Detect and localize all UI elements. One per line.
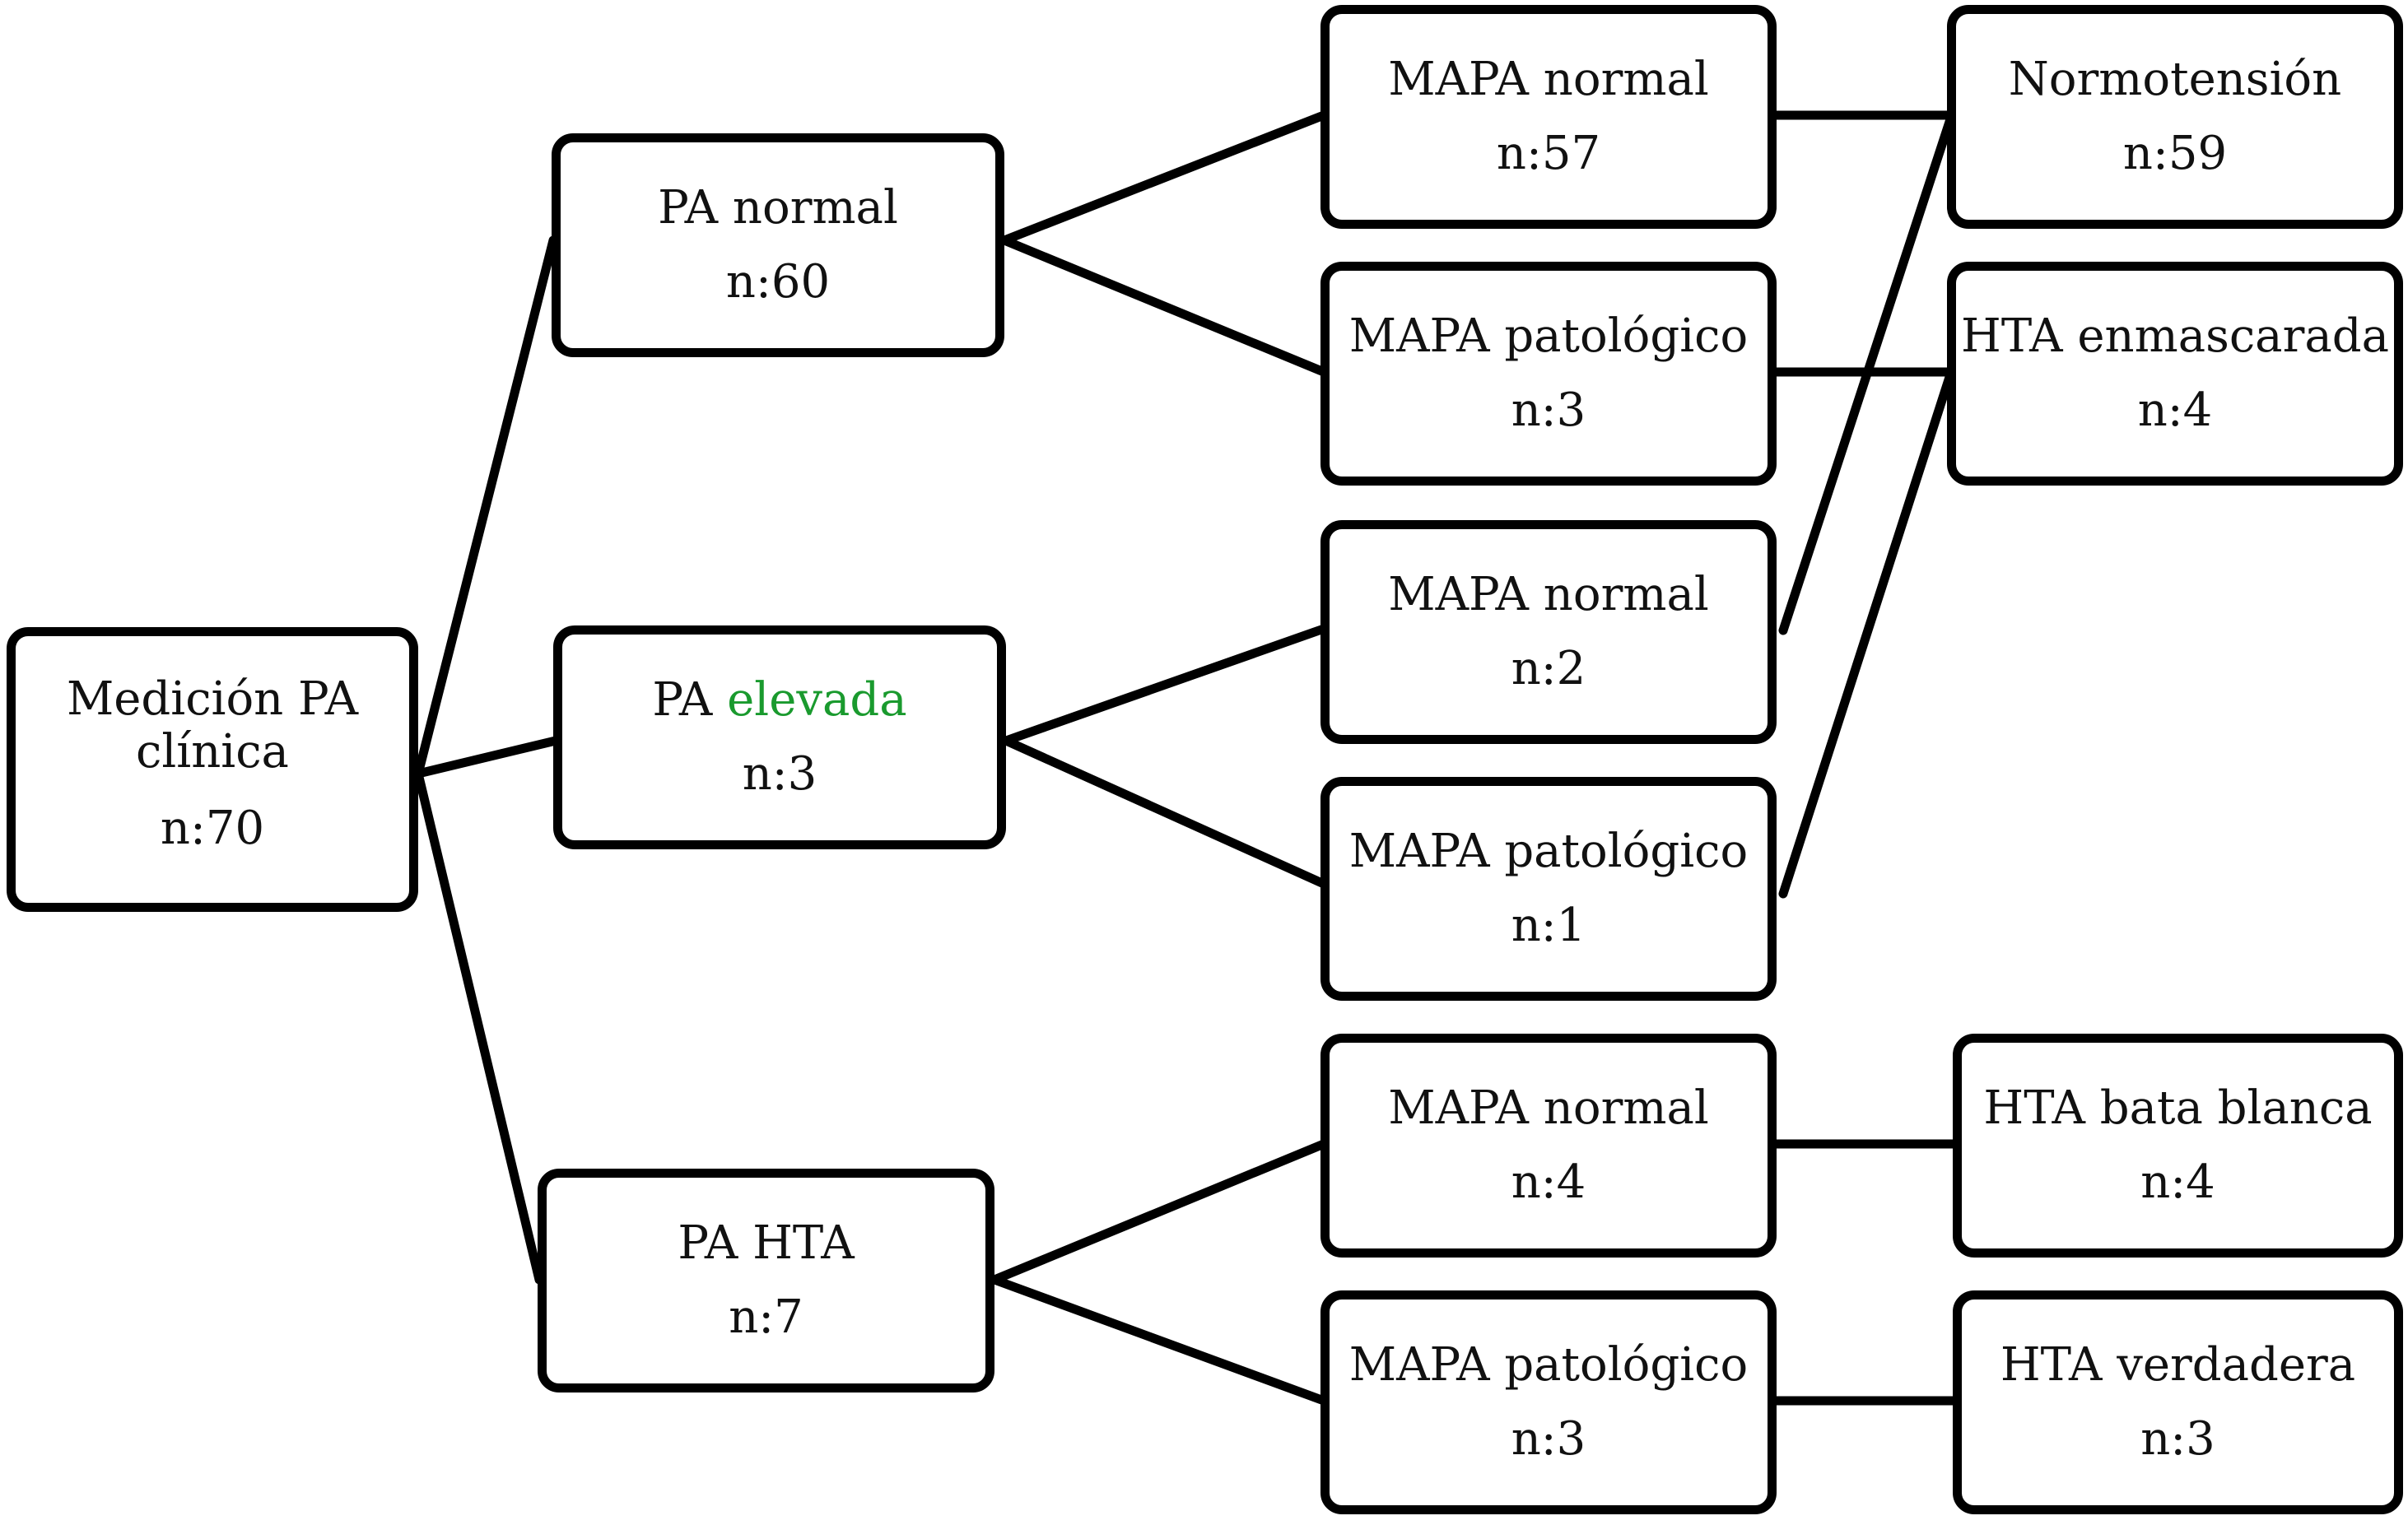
hta-verdadera-count: n:3: [2140, 1412, 2215, 1466]
elevada-mapa-patologico-label: MAPA patológico: [1348, 825, 1749, 879]
pa-hta-label: PA HTA: [678, 1216, 855, 1271]
normal-mapa-normal-node: MAPA normal n:57: [1320, 5, 1777, 229]
hta-mapa-normal-label: MAPA normal: [1388, 1081, 1709, 1136]
hta-mapa-normal-count: n:4: [1511, 1155, 1586, 1209]
pa-elevada-label-highlight: elevada: [727, 673, 907, 728]
hta-enmascarada-node: HTA enmascarada n:4: [1947, 262, 2403, 486]
pa-elevada-node: PA elevada n:3: [553, 625, 1006, 849]
connector-mapa-patologico-1-enmascarada: [1778, 367, 1956, 899]
normal-mapa-patologico-count: n:3: [1511, 384, 1586, 437]
elevada-mapa-patologico-count: n:1: [1511, 899, 1586, 952]
hta-mapa-patologico-node: MAPA patológico n:3: [1320, 1290, 1777, 1514]
normotension-count: n:59: [2122, 127, 2228, 180]
pa-elevada-count: n:3: [742, 747, 817, 801]
pa-normal-label: PA normal: [658, 181, 898, 235]
hta-mapa-patologico-count: n:3: [1511, 1412, 1586, 1466]
hta-enmascarada-label: HTA enmascarada: [1961, 309, 2389, 364]
connector-pa-hta-mapa-patologico: [990, 1275, 1329, 1406]
hta-bata-blanca-node: HTA bata blanca n:4: [1953, 1034, 2403, 1258]
hta-enmascarada-count: n:4: [2137, 384, 2213, 437]
connector-pa-normal-mapa-normal: [999, 110, 1329, 245]
normal-mapa-patologico-label: MAPA patológico: [1348, 309, 1749, 364]
elevada-mapa-normal-count: n:2: [1511, 642, 1586, 695]
elevada-mapa-normal-label: MAPA normal: [1388, 568, 1709, 622]
elevada-mapa-patologico-node: MAPA patológico n:1: [1320, 777, 1777, 1001]
normal-mapa-normal-label: MAPA normal: [1388, 53, 1709, 107]
normal-mapa-normal-count: n:57: [1496, 127, 1601, 180]
connector-pa-elevada-mapa-patologico: [1001, 736, 1329, 889]
pa-normal-count: n:60: [725, 255, 831, 309]
pa-elevada-label: PA elevada: [652, 663, 906, 737]
connector-mapa-normal-2-normotension: [1778, 112, 1956, 635]
hta-bata-blanca-label: HTA bata blanca: [1983, 1081, 2373, 1136]
hta-mapa-normal-node: MAPA normal n:4: [1320, 1034, 1777, 1258]
hta-bata-blanca-count: n:4: [2140, 1155, 2215, 1209]
pa-hta-node: PA HTA n:7: [538, 1169, 994, 1392]
normotension-label: Normotensión: [2008, 53, 2342, 107]
connector-pa-normal-mapa-patologico: [999, 235, 1329, 377]
connector-pa-elevada-mapa-normal: [1001, 624, 1329, 746]
hta-mapa-patologico-label: MAPA patológico: [1348, 1338, 1749, 1392]
root-node: Medición PA clínica n:70: [7, 627, 418, 912]
elevada-mapa-normal-node: MAPA normal n:2: [1320, 520, 1777, 744]
connector-root-pa-hta: [413, 769, 544, 1285]
connector-root-pa-elevada: [413, 736, 561, 779]
pa-hta-count: n:7: [729, 1290, 803, 1344]
pa-elevada-label-prefix: PA: [652, 673, 728, 728]
root-count: n:70: [160, 802, 265, 856]
pa-normal-node: PA normal n:60: [552, 133, 1004, 357]
hta-verdadera-label: HTA verdadera: [2000, 1338, 2356, 1392]
normotension-node: Normotensión n:59: [1947, 5, 2403, 229]
normal-mapa-patologico-node: MAPA patológico n:3: [1320, 262, 1777, 486]
hta-verdadera-node: HTA verdadera n:3: [1953, 1290, 2403, 1514]
connector-pa-hta-mapa-normal: [990, 1139, 1329, 1285]
root-label: Medición PA clínica: [66, 672, 359, 779]
connector-root-pa-normal: [413, 235, 558, 779]
